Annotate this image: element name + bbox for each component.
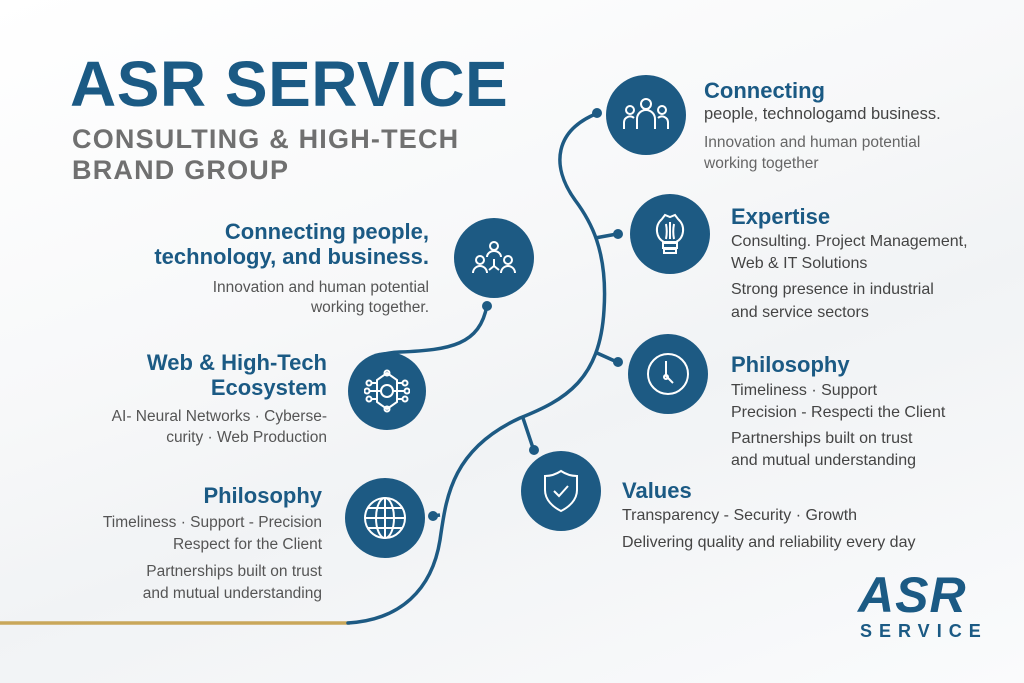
body-line: working together (704, 155, 819, 173)
left-connecting-body: Innovation and human potential working t… (154, 278, 429, 318)
subtitle-line-2: BRAND GROUP (72, 155, 290, 185)
page-subtitle: CONSULTING & HIGH-TECH BRAND GROUP (72, 124, 459, 186)
body-line: Innovation and human potential (212, 278, 429, 296)
body-line: Partnerships built on trust (731, 430, 913, 448)
body-line: Partnerships built on trust (146, 563, 322, 581)
neural-network-icon (364, 369, 410, 413)
subheading-line: Precision - Respecti the Client (731, 404, 946, 422)
lightbulb-gear-icon-circle (630, 194, 710, 274)
left-ecosystem-body: AI- Neural Networks · Cyberse- curity · … (112, 406, 327, 448)
right-connecting-heading: Connecting (704, 78, 825, 103)
body-line: Strong presence in industrial (731, 281, 934, 299)
page-title: ASR SERVICE (70, 48, 509, 120)
shield-check-icon (544, 469, 578, 513)
right-philosophy-subheading: Timeliness · Support Precision - Respect… (731, 380, 945, 424)
team-icon-circle (606, 75, 686, 155)
body-line: working together. (310, 298, 429, 316)
right-values-body: Delivering quality and reliability every… (622, 534, 916, 552)
right-item-connecting: Connecting people, technologamd business… (704, 78, 941, 174)
right-philosophy-heading: Philosophy (731, 352, 850, 377)
body-line: Innovation and human potential (704, 134, 921, 152)
right-values-subheading: Transparency - Security · Growth (622, 507, 858, 525)
right-philosophy-body: Partnerships built on trust and mutual u… (731, 428, 945, 472)
right-expertise-subheading: Consulting. Project Management, Web & IT… (731, 231, 968, 275)
subtitle-line-1: CONSULTING & HIGH-TECH (72, 124, 460, 154)
right-item-expertise: Expertise Consulting. Project Management… (731, 204, 968, 324)
right-connecting-body: Innovation and human potential working t… (704, 132, 941, 174)
left-item-ecosystem: Web & High-Tech Ecosystem AI- Neural Net… (112, 350, 327, 448)
subheading-line: Timeliness · Support (731, 382, 878, 400)
network-people-icon (472, 241, 516, 274)
left-item-connecting: Connecting people, technology, and busin… (154, 219, 429, 318)
clock-icon-circle (628, 334, 708, 414)
logo-wordmark: SERVICE (860, 621, 988, 641)
body-line: Timeliness · Support - Precision (102, 514, 322, 532)
globe-icon (364, 497, 406, 539)
network-people-icon-circle (454, 218, 534, 298)
heading-line: Connecting people, (224, 219, 429, 244)
body-line: Respect for the Client (172, 536, 322, 554)
left-ecosystem-heading: Web & High-Tech Ecosystem (112, 350, 327, 401)
right-expertise-body: Strong presence in industrial and servic… (731, 278, 968, 324)
globe-icon-circle (345, 478, 425, 558)
left-philosophy-body: Timeliness · Support - Precision Respect… (103, 512, 322, 605)
team-icon (623, 98, 669, 129)
right-item-philosophy: Philosophy Timeliness · Support Precisio… (731, 352, 945, 472)
right-values-heading: Values (622, 478, 692, 503)
body-line: and mutual understanding (731, 452, 917, 470)
left-philosophy-heading: Philosophy (203, 483, 322, 508)
body-line: curity · Web Production (166, 428, 327, 446)
heading-line: technology, and business. (154, 244, 429, 270)
heading-line: Ecosystem (210, 375, 327, 401)
right-connecting-subheading: people, technologamd business. (704, 105, 941, 124)
lightbulb-gear-icon (656, 213, 684, 254)
body-line: and mutual understanding (142, 585, 322, 603)
heading-line: Web & High-Tech (146, 350, 327, 375)
body-line: AI- Neural Networks · Cyberse- (111, 407, 327, 425)
right-item-values: Values Transparency - Security · Growth … (622, 478, 915, 553)
logo-mark: ASR (858, 567, 967, 623)
subheading-line: Consulting. Project Management, (731, 233, 968, 251)
neural-network-icon-circle (348, 352, 426, 430)
subheading-line: Web & IT Solutions (731, 255, 868, 273)
left-connecting-heading: Connecting people, technology, and busin… (154, 219, 429, 270)
left-item-philosophy: Philosophy Timeliness · Support - Precis… (103, 483, 322, 605)
right-expertise-heading: Expertise (731, 204, 831, 229)
shield-check-icon-circle (521, 451, 601, 531)
clock-icon (647, 353, 689, 395)
body-line: and service sectors (731, 304, 869, 322)
